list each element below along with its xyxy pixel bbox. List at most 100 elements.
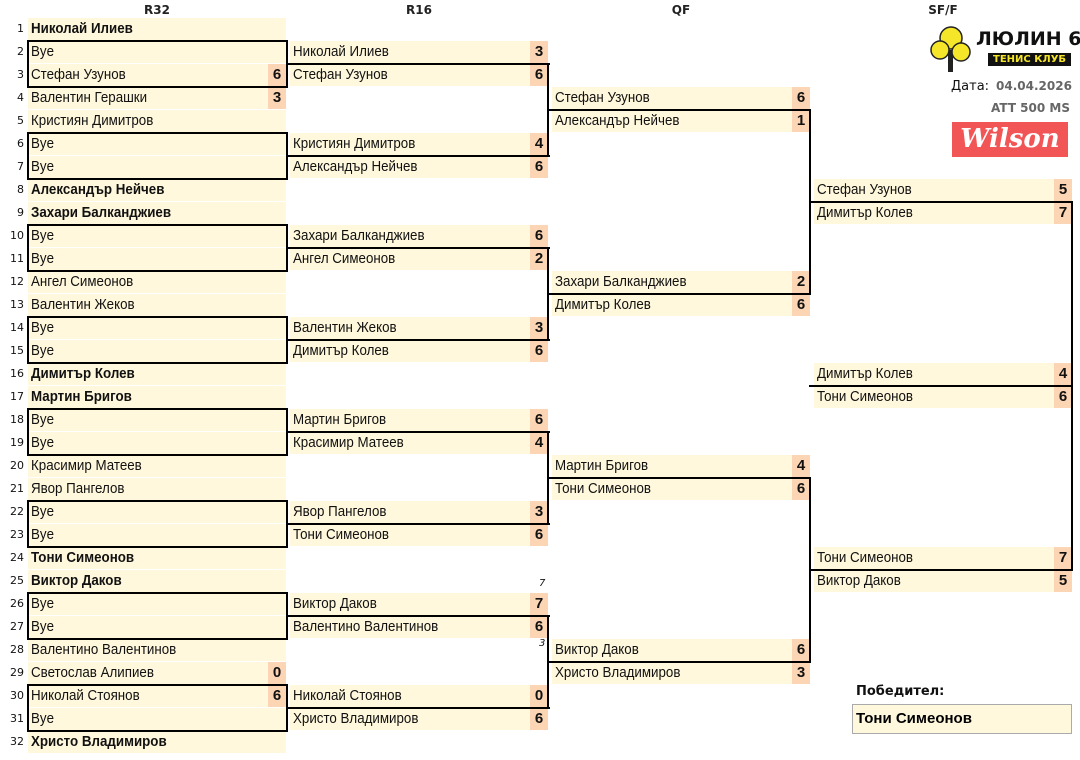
score: 6 [792,87,810,109]
player-name: Bye [31,504,54,520]
seed-number: 18 [10,413,24,426]
player-slot[interactable]: Bye [28,524,286,546]
player-name: Bye [31,251,54,267]
player-slot[interactable]: Николай Илиев [28,18,286,40]
player-slot[interactable]: Красимир Матеев [28,455,286,477]
player-slot[interactable]: Мартин Бригов [28,386,286,408]
player-slot[interactable]: Bye [28,317,286,339]
player-name: Валентино Валентинов [31,642,177,658]
player-slot[interactable]: Христо Владимиров [28,731,286,753]
player-slot[interactable]: Валентин Жеков [28,294,286,316]
player-slot[interactable]: Bye [28,225,286,247]
player-slot[interactable]: Светослав Алипиев 0 [28,662,286,684]
player-slot[interactable]: Bye [28,248,286,270]
seed-number: 32 [10,735,24,748]
player-slot[interactable]: Bye [28,340,286,362]
player-name: Виктор Даков [817,573,901,589]
sponsor-name: Wilson [960,124,1060,154]
player-slot[interactable]: Тони Симеонов [28,547,286,569]
player-name: Димитър Колев [817,205,913,221]
player-name: Валентин Жеков [31,297,135,313]
player-slot[interactable]: Bye [28,593,286,615]
bracket-line [286,155,550,157]
player-slot[interactable]: Bye [28,616,286,638]
seed-number: 21 [10,482,24,495]
player-slot[interactable]: Николай Стоянов 0 [290,685,548,707]
bracket-line [547,661,811,663]
score: 0 [530,685,548,707]
player-name: Стефан Узунов [31,67,126,83]
player-name: Христо Владимиров [31,734,167,750]
player-slot[interactable]: Явор Пангелов [28,478,286,500]
player-slot[interactable]: Ангел Симеонов [28,271,286,293]
tennis-ball-tree-icon [930,26,971,72]
bracket-line [27,316,288,364]
player-name: Bye [31,228,54,244]
player-slot[interactable]: Bye [28,133,286,155]
bracket-line [286,247,550,249]
bracket-line [547,109,811,111]
score: 0 [268,662,286,684]
player-name: Bye [31,711,54,727]
player-name: Тони Симеонов [817,389,914,405]
player-slot[interactable]: Bye [28,156,286,178]
player-slot[interactable]: Валентино Валентинов [28,639,286,661]
player-slot[interactable]: Александър Нейчев [28,179,286,201]
player-name: Мартин Бригов [31,389,132,405]
player-name: Ангел Симеонов [293,251,396,267]
player-slot[interactable]: Виктор Даков [28,570,286,592]
player-slot[interactable]: Захари Балканджиев [28,202,286,224]
seed-number: 16 [10,367,24,380]
bracket-line [547,477,811,479]
player-slot[interactable]: Bye [28,409,286,431]
score: 6 [530,616,548,638]
bracket-line [27,592,288,640]
player-name: Светослав Алипиев [31,665,154,681]
player-slot[interactable]: Bye [28,432,286,454]
player-name: Николай Стоянов [293,688,402,704]
player-slot[interactable]: Bye [28,41,286,63]
seed-number: 4 [17,91,24,104]
player-slot[interactable]: Bye [28,708,286,730]
player-name: Красимир Матеев [31,458,142,474]
bracket-line [547,293,811,295]
score: 6 [530,409,548,431]
player-slot[interactable]: Кристиян Димитров [28,110,286,132]
seed-number: 26 [10,597,24,610]
player-slot[interactable]: Димитър Колев [28,363,286,385]
score: 3 [530,501,548,523]
player-slot[interactable]: Bye [28,501,286,523]
